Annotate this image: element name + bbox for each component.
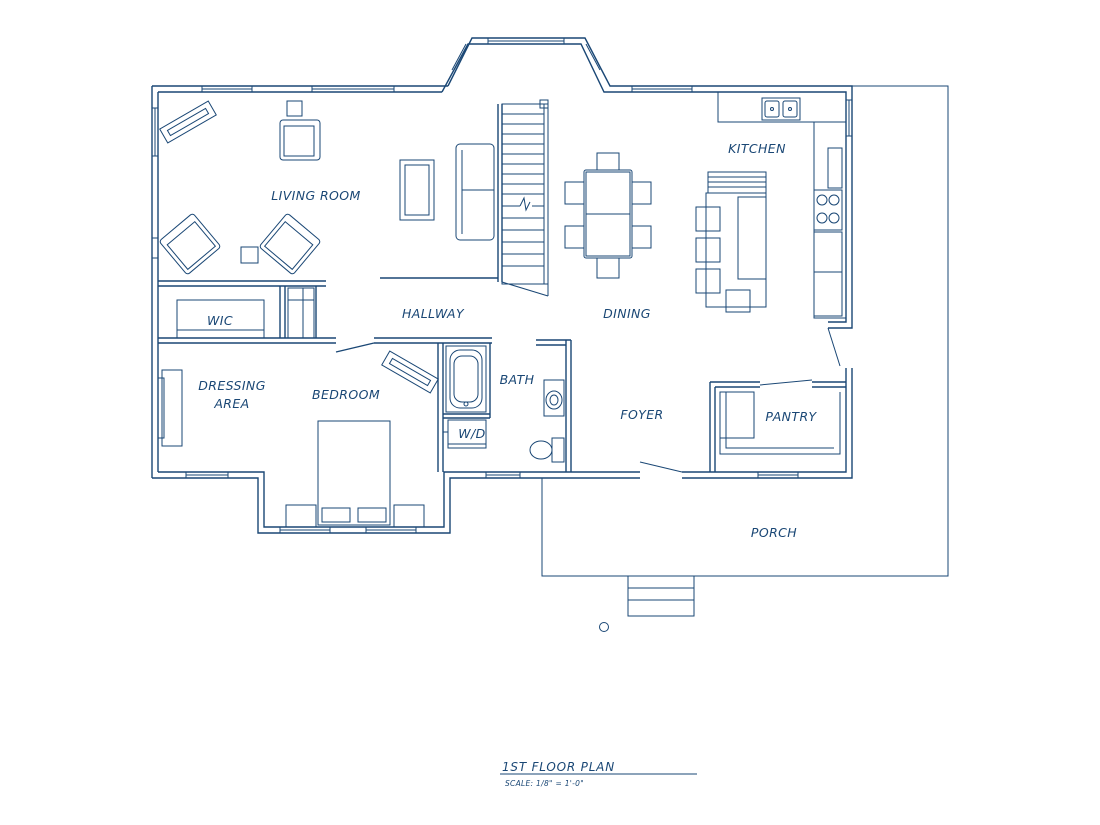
label-dressing: DRESSING (198, 378, 266, 393)
label-hallway: HALLWAY (402, 306, 465, 321)
label-dining: DINING (603, 306, 651, 321)
plan-scale: SCALE: 1/8" = 1'-0" (505, 779, 584, 788)
room-labels: LIVING ROOM KITCHEN DINING HALLWAY WIC D… (198, 141, 817, 540)
stairs (501, 99, 549, 297)
label-bedroom: BEDROOM (312, 387, 380, 402)
label-porch: PORCH (751, 525, 797, 540)
label-living-room: LIVING ROOM (271, 188, 360, 203)
label-wd: W/D (458, 426, 485, 441)
label-foyer: FOYER (620, 407, 663, 422)
kitchen-fixtures (695, 92, 846, 319)
bay-windows (451, 43, 601, 71)
bedroom-furniture (157, 350, 439, 528)
label-kitchen: KITCHEN (728, 141, 786, 156)
porch (541, 85, 949, 632)
wic-closet (176, 287, 315, 339)
dining-table (564, 152, 652, 279)
label-pantry: PANTRY (765, 409, 817, 424)
label-wic: WIC (207, 313, 233, 328)
plan-title: 1ST FLOOR PLAN (502, 760, 615, 774)
bath-fixtures (443, 345, 565, 463)
label-dressing-area: AREA (213, 396, 249, 411)
pantry-shelves (719, 391, 841, 455)
living-room-furniture (159, 100, 495, 275)
label-bath: BATH (500, 372, 535, 387)
